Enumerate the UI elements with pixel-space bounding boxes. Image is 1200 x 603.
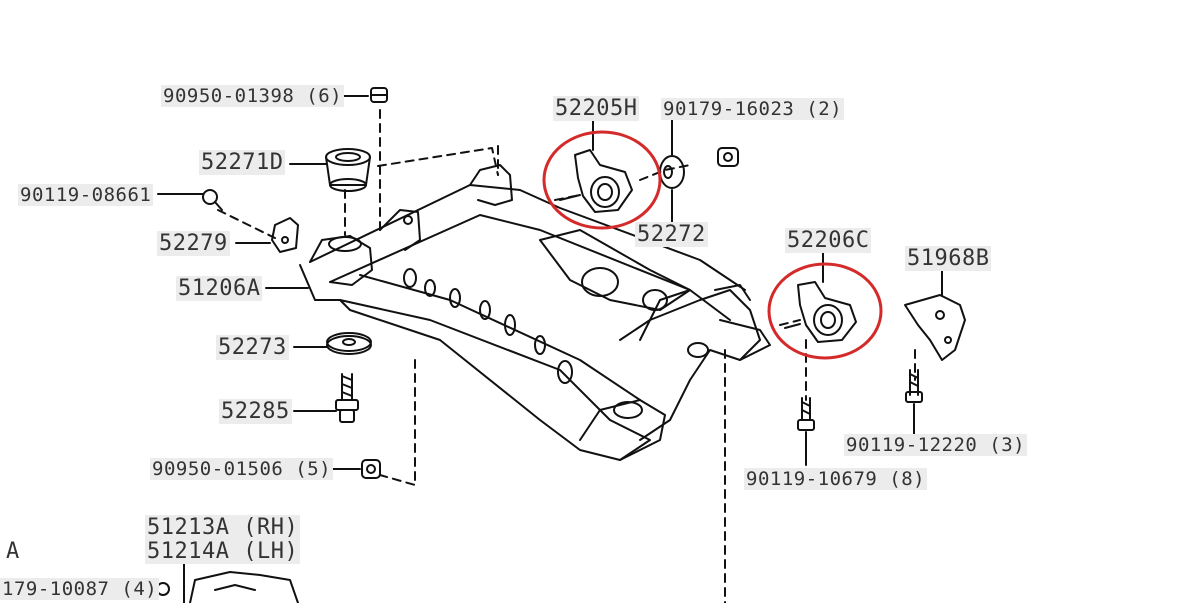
label-90950-01506: 90950-01506 (5)	[150, 458, 334, 480]
label-90119-10679: 90119-10679 (8)	[744, 468, 928, 490]
label-52285: 52285	[219, 399, 292, 424]
washer-52272	[659, 155, 685, 189]
bolt-90119-08661	[202, 189, 223, 211]
bracket-52279	[271, 217, 299, 253]
label-90119-12220: 90119-12220 (3)	[844, 434, 1028, 456]
label-52279: 52279	[157, 231, 230, 256]
label-51968B: 51968B	[905, 246, 992, 271]
bracket-51968B	[904, 294, 966, 361]
bolt-52285	[335, 373, 359, 423]
label-51206A: 51206A	[176, 276, 263, 301]
assembly-lines	[217, 109, 916, 603]
rail-holes	[403, 268, 573, 384]
highlight-circle-52206C	[767, 262, 883, 360]
highlight-circle-52205H	[542, 130, 662, 230]
label-90950-01398: 90950-01398 (6)	[161, 85, 345, 107]
label-52205H: 52205H	[553, 96, 640, 121]
nut-90950-01506	[361, 459, 381, 479]
nut-90950-01398	[370, 87, 388, 103]
highlight-circles	[542, 130, 883, 360]
subframe-crossmember	[299, 164, 771, 461]
mount-51213A	[156, 559, 299, 603]
label-52271D: 52271D	[199, 150, 286, 175]
bushing-52206C	[784, 281, 857, 343]
label-A: A	[6, 539, 20, 564]
label-51213A: 51213A (RH)	[145, 515, 301, 540]
label-90119-08661: 90119-08661	[18, 184, 154, 206]
label-179-10087: 179-10087 (4)	[0, 578, 160, 600]
label-52273: 52273	[216, 335, 289, 360]
bushing-52205H	[559, 149, 633, 213]
bushing-52271D	[325, 148, 371, 192]
bolt-90119-10679	[797, 397, 815, 431]
washer-52273	[326, 332, 372, 355]
label-52272: 52272	[635, 222, 708, 247]
bolt-90119-12220	[905, 369, 923, 403]
label-51214A: 51214A (LH)	[145, 539, 301, 564]
leader-lines	[141, 95, 943, 590]
label-90179-16023: 90179-16023 (2)	[661, 98, 845, 120]
nut-90179-16023	[717, 147, 739, 167]
label-52206C: 52206C	[785, 228, 872, 253]
